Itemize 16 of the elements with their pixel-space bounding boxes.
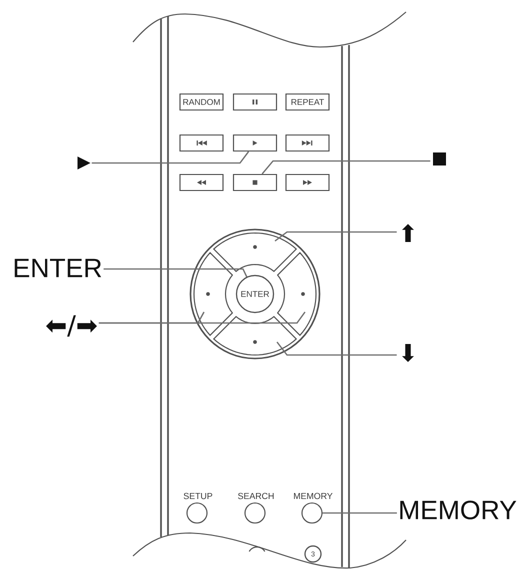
round-button: SEARCH bbox=[238, 492, 274, 524]
callout-label: ⬇ bbox=[402, 344, 414, 362]
remote-button: REPEAT bbox=[285, 93, 330, 111]
callout-label: ENTER bbox=[14, 258, 102, 278]
node-label: MEMORY bbox=[294, 492, 333, 500]
round-button: MEMORY bbox=[294, 492, 333, 524]
remote-button: RANDOM bbox=[179, 93, 224, 111]
callout-label: MEMORY bbox=[400, 500, 516, 520]
round-button: SETUP bbox=[184, 492, 212, 524]
node-label: SEARCH bbox=[238, 492, 274, 500]
callout-label: ▶ bbox=[78, 156, 90, 170]
callout-label: ⬅/➡ bbox=[46, 315, 97, 337]
callout-label: ■ bbox=[433, 152, 446, 166]
callout-label: ⬆ bbox=[402, 224, 414, 242]
node-label: SETUP bbox=[184, 492, 212, 500]
round-button: ENTER bbox=[236, 274, 274, 314]
